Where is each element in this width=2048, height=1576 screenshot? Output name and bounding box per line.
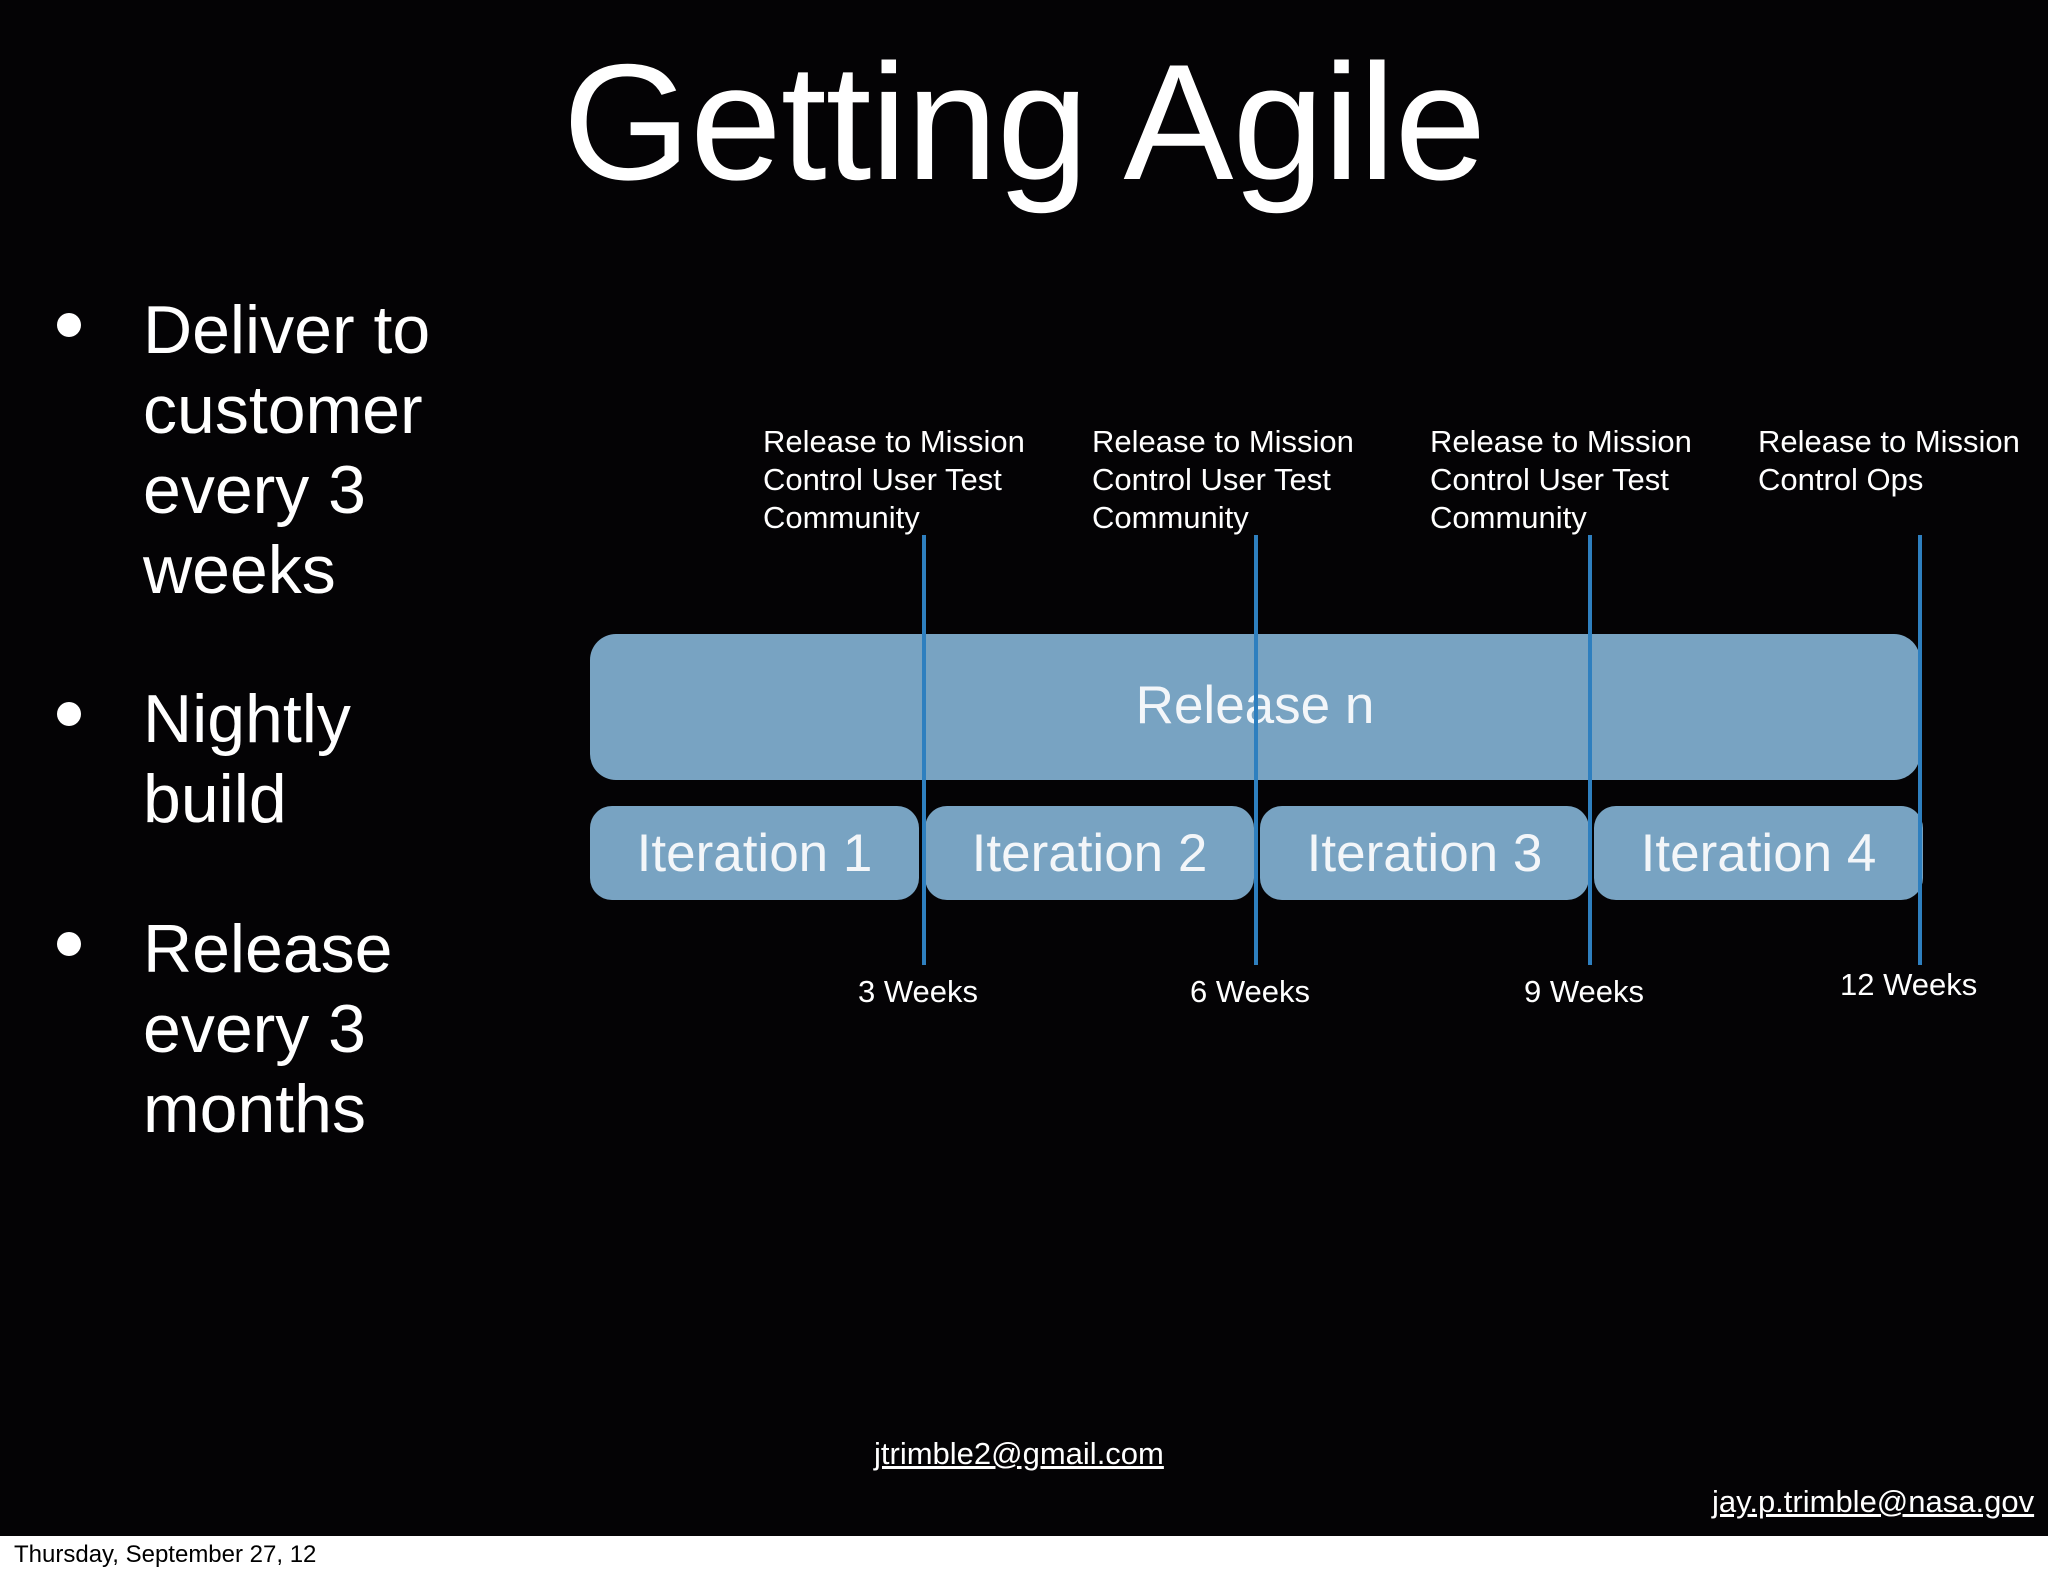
bullet-text: Nightly build: [143, 681, 351, 837]
milestone-label-line: Release to Mission: [1758, 424, 2020, 459]
milestone-label-4: Release to Mission Control Ops: [1758, 423, 2048, 499]
bullet-item: Release every 3 months: [50, 909, 490, 1149]
bullet-dot-icon: [57, 313, 81, 337]
week-label-2: 6 Weeks: [1190, 974, 1311, 1009]
iteration-label: Iteration 4: [1640, 824, 1877, 883]
milestone-label-line: Control User Test: [763, 462, 1002, 497]
iteration-bar-3: Iteration 3: [1260, 806, 1589, 900]
milestone-label-line: Community: [1092, 500, 1249, 535]
iteration-label: Iteration 2: [971, 824, 1208, 883]
email-link-nasa[interactable]: jay.p.trimble@nasa.gov: [1712, 1484, 2035, 1519]
slide-title: Getting Agile: [562, 30, 1487, 214]
milestone-label-line: Control User Test: [1092, 462, 1331, 497]
footer-date: Thursday, September 27, 12: [14, 1541, 317, 1568]
slide: Getting Agile Deliver to customer every …: [0, 0, 2048, 1536]
milestone-label-line: Release to Mission: [763, 424, 1025, 459]
milestone-label-2: Release to Mission Control User Test Com…: [1092, 423, 1392, 537]
milestone-line-1: [922, 535, 926, 965]
week-label-3: 9 Weeks: [1524, 974, 1645, 1009]
bullet-list: Deliver to customer every 3 weeks Nightl…: [50, 290, 490, 1227]
milestone-label-line: Community: [1430, 500, 1587, 535]
email-link-gmail[interactable]: jtrimble2@gmail.com: [874, 1436, 1164, 1471]
bullet-text: Deliver to customer every 3 weeks: [143, 292, 431, 608]
iteration-bar-4: Iteration 4: [1594, 806, 1923, 900]
bullet-item: Deliver to customer every 3 weeks: [50, 290, 490, 610]
bullet-dot-icon: [57, 702, 81, 726]
iteration-bar-1: Iteration 1: [590, 806, 919, 900]
week-label-4: 12 Weeks: [1840, 967, 1978, 1002]
milestone-label-line: Release to Mission: [1092, 424, 1354, 459]
iteration-label: Iteration 3: [1306, 824, 1543, 883]
bullet-item: Nightly build: [50, 679, 490, 839]
bullet-text: Release every 3 months: [143, 911, 393, 1147]
week-label-1: 3 Weeks: [858, 974, 979, 1009]
milestone-label-line: Release to Mission: [1430, 424, 1692, 459]
milestone-line-2: [1254, 535, 1258, 965]
milestone-line-3: [1588, 535, 1592, 965]
iteration-bar-2: Iteration 2: [925, 806, 1254, 900]
milestone-label-line: Control Ops: [1758, 462, 1924, 497]
milestone-label-line: Community: [763, 500, 920, 535]
milestone-label-1: Release to Mission Control User Test Com…: [763, 423, 1063, 537]
iteration-label: Iteration 1: [636, 824, 873, 883]
milestone-line-4: [1918, 535, 1922, 965]
bullet-dot-icon: [57, 932, 81, 956]
milestone-label-3: Release to Mission Control User Test Com…: [1430, 423, 1730, 537]
milestone-label-line: Control User Test: [1430, 462, 1669, 497]
